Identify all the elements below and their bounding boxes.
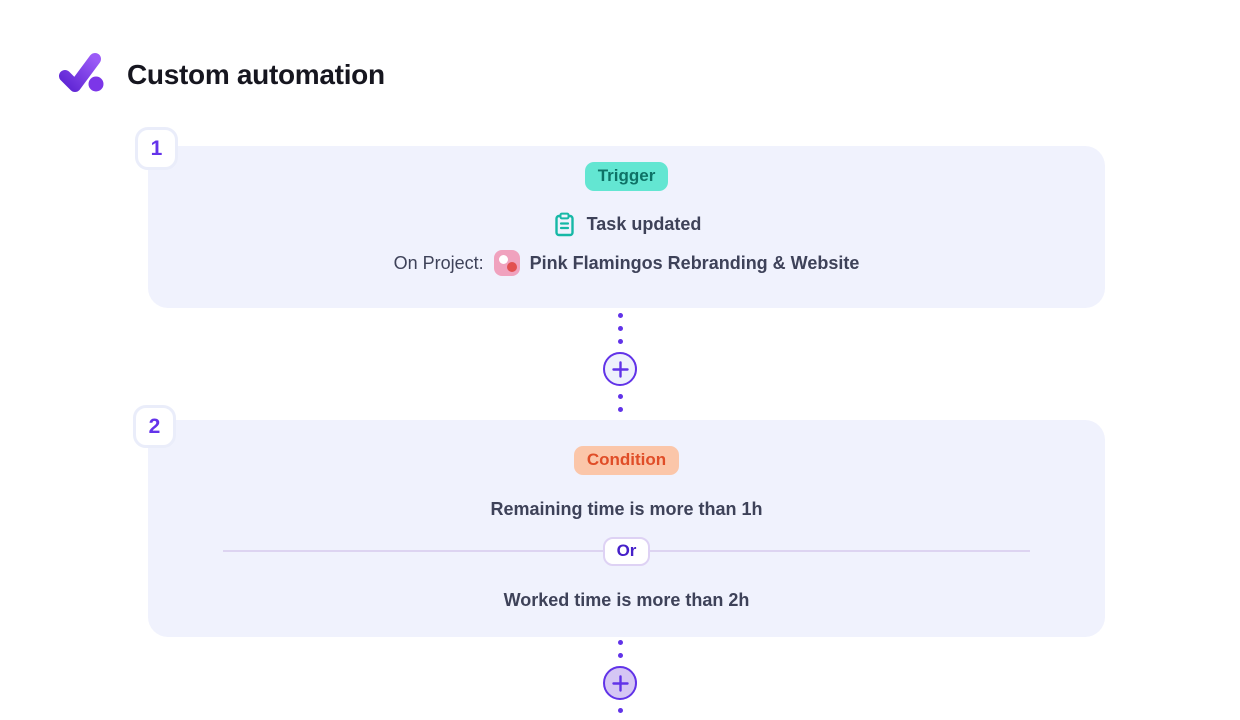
connector-dot	[617, 708, 623, 713]
plus-icon	[611, 360, 629, 378]
plus-icon	[611, 674, 629, 692]
condition-1-value: 1h	[741, 499, 763, 519]
project-color-swatch-icon	[493, 250, 520, 276]
condition-1-text: Remaining time is more than 1h	[490, 499, 762, 520]
condition-2-text: Worked time is more than 2h	[504, 590, 750, 611]
step-number-label: 2	[148, 414, 161, 438]
app-logo-checkmark-icon	[59, 53, 104, 92]
swatch-red-dot	[506, 262, 517, 272]
condition-2-phrase: Worked time is more than	[503, 590, 724, 610]
project-name-label: Pink Flamingos Rebranding & Website	[529, 252, 860, 273]
step-number-badge-2: 2	[133, 405, 176, 448]
clipboard-icon	[554, 212, 574, 237]
condition-badge: Condition	[573, 446, 680, 475]
swatch-white-dot	[498, 255, 508, 264]
condition-2-value: 2h	[728, 590, 750, 610]
step-number-label: 1	[150, 136, 163, 160]
connector-dot	[617, 313, 623, 318]
trigger-event-row: Task updated	[552, 212, 702, 237]
connector-top	[603, 313, 637, 425]
step-number-badge-1: 1	[135, 127, 178, 170]
operator-toggle[interactable]: Or	[602, 536, 651, 566]
connector-dot	[617, 407, 623, 412]
trigger-event-label: Task updated	[586, 214, 702, 234]
condition-step-card[interactable]: Condition Remaining time is more than 1h…	[148, 420, 1105, 637]
add-step-button[interactable]	[603, 666, 637, 700]
connector-bottom	[603, 640, 637, 720]
connector-dot	[617, 394, 623, 399]
operator-divider: Or	[223, 536, 1030, 566]
trigger-badge: Trigger	[584, 162, 669, 191]
trigger-step-card[interactable]: Trigger Task updated On Project: Pink Fl…	[148, 146, 1105, 308]
page-header: Custom automation	[58, 52, 385, 98]
trigger-project-row: On Project: Pink Flamingos Rebranding & …	[393, 250, 860, 276]
add-step-button[interactable]	[603, 352, 637, 386]
connector-dot	[617, 653, 623, 658]
project-prefix-label: On Project:	[393, 252, 484, 273]
connector-dot	[617, 326, 623, 331]
connector-dot	[617, 339, 623, 344]
condition-1-phrase: Remaining time is more than	[490, 499, 737, 519]
connector-dot	[617, 640, 623, 645]
page-title: Custom automation	[127, 59, 385, 90]
